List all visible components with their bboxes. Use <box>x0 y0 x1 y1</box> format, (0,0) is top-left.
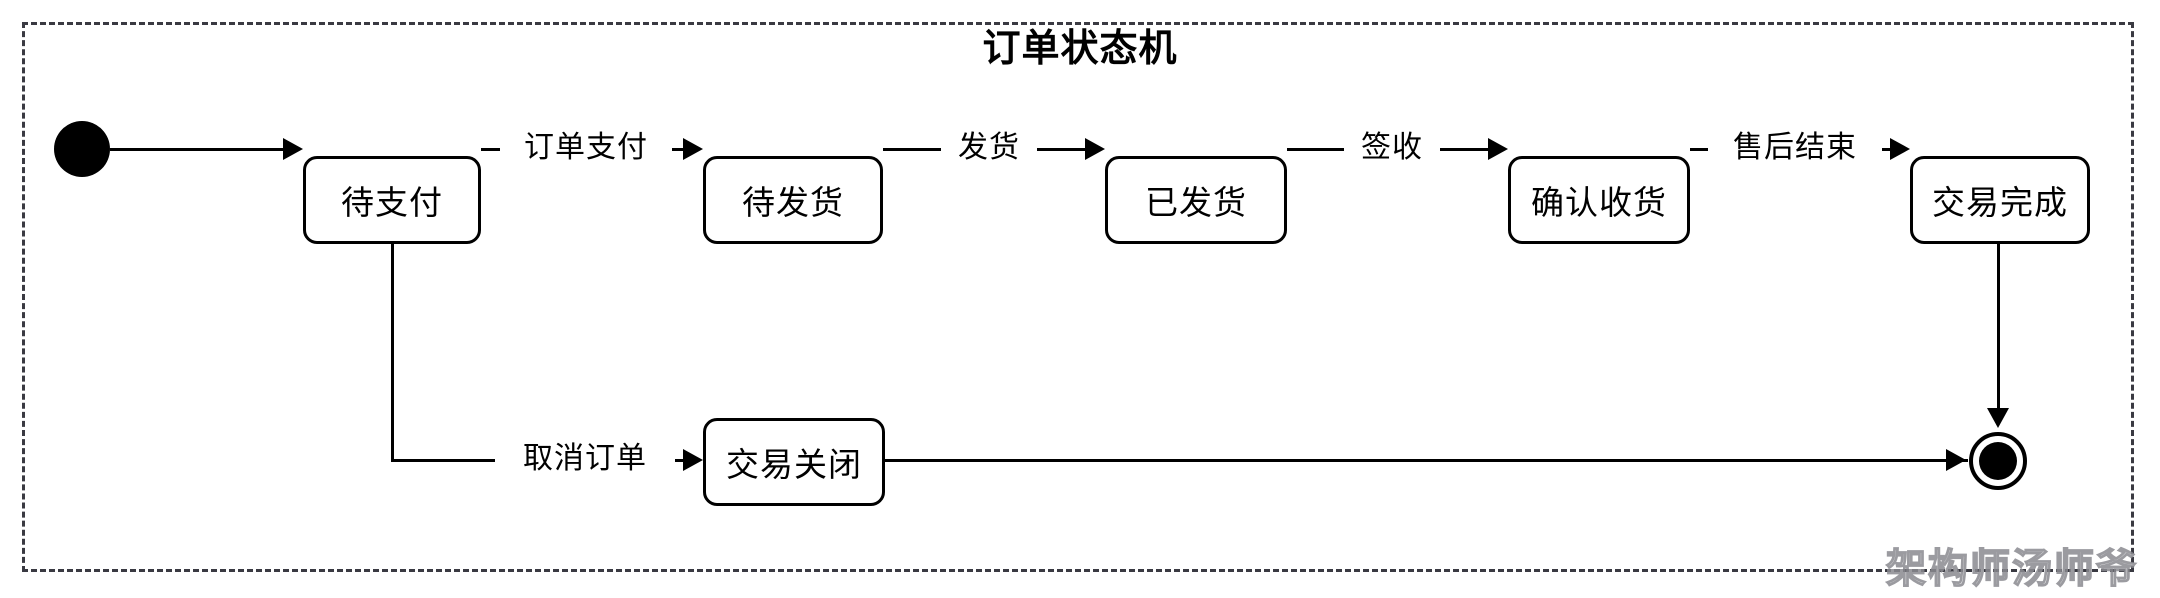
transition-label-sign-for: 签收 <box>1344 131 1440 165</box>
state-transaction-complete-label: 交易完成 <box>1932 183 2068 222</box>
transition-label-ship: 发货 <box>941 131 1037 165</box>
transition-label-order-paid: 订单支付 <box>500 131 672 165</box>
arrowhead-confirm-receipt-to-transaction-complete <box>1890 138 1910 160</box>
edge-transaction-complete-to-final <box>1997 244 2000 414</box>
watermark: 架构师汤师爷 <box>1885 545 2138 593</box>
state-shipped[interactable]: 已发货 <box>1105 156 1287 244</box>
arrowhead-initial-to-pending-payment <box>283 138 303 160</box>
arrowhead-transaction-closed-to-final <box>1946 449 1966 471</box>
edge-pending-payment-cancel-vertical <box>391 244 394 461</box>
state-pending-payment-label: 待支付 <box>341 183 443 222</box>
final-state-node <box>1969 432 2027 490</box>
state-shipped-label: 已发货 <box>1145 183 1247 222</box>
state-pending-payment[interactable]: 待支付 <box>303 156 481 244</box>
arrowhead-shipped-to-confirm-receipt <box>1488 138 1508 160</box>
transition-label-cancel-order: 取消订单 <box>495 442 675 476</box>
state-confirm-receipt-label: 确认收货 <box>1531 183 1667 222</box>
state-transaction-complete[interactable]: 交易完成 <box>1910 156 2090 244</box>
arrowhead-pending-shipment-to-shipped <box>1085 138 1105 160</box>
state-confirm-receipt[interactable]: 确认收货 <box>1508 156 1690 244</box>
arrowhead-pending-payment-to-pending-shipment <box>683 138 703 160</box>
arrowhead-cancel-order-to-transaction-closed <box>683 449 703 471</box>
state-pending-shipment[interactable]: 待发货 <box>703 156 883 244</box>
transition-label-after-sales-end: 售后结束 <box>1708 131 1882 165</box>
state-pending-shipment-label: 待发货 <box>742 183 844 222</box>
edge-transaction-closed-to-final <box>885 459 1968 462</box>
initial-state-node <box>54 121 110 177</box>
diagram-frame <box>22 22 2134 572</box>
arrowhead-transaction-complete-to-final <box>1987 408 2009 428</box>
edge-initial-to-pending-payment <box>110 148 285 151</box>
state-transaction-closed[interactable]: 交易关闭 <box>703 418 885 506</box>
state-transaction-closed-label: 交易关闭 <box>726 445 862 484</box>
diagram-title: 订单状态机 <box>982 26 1178 70</box>
